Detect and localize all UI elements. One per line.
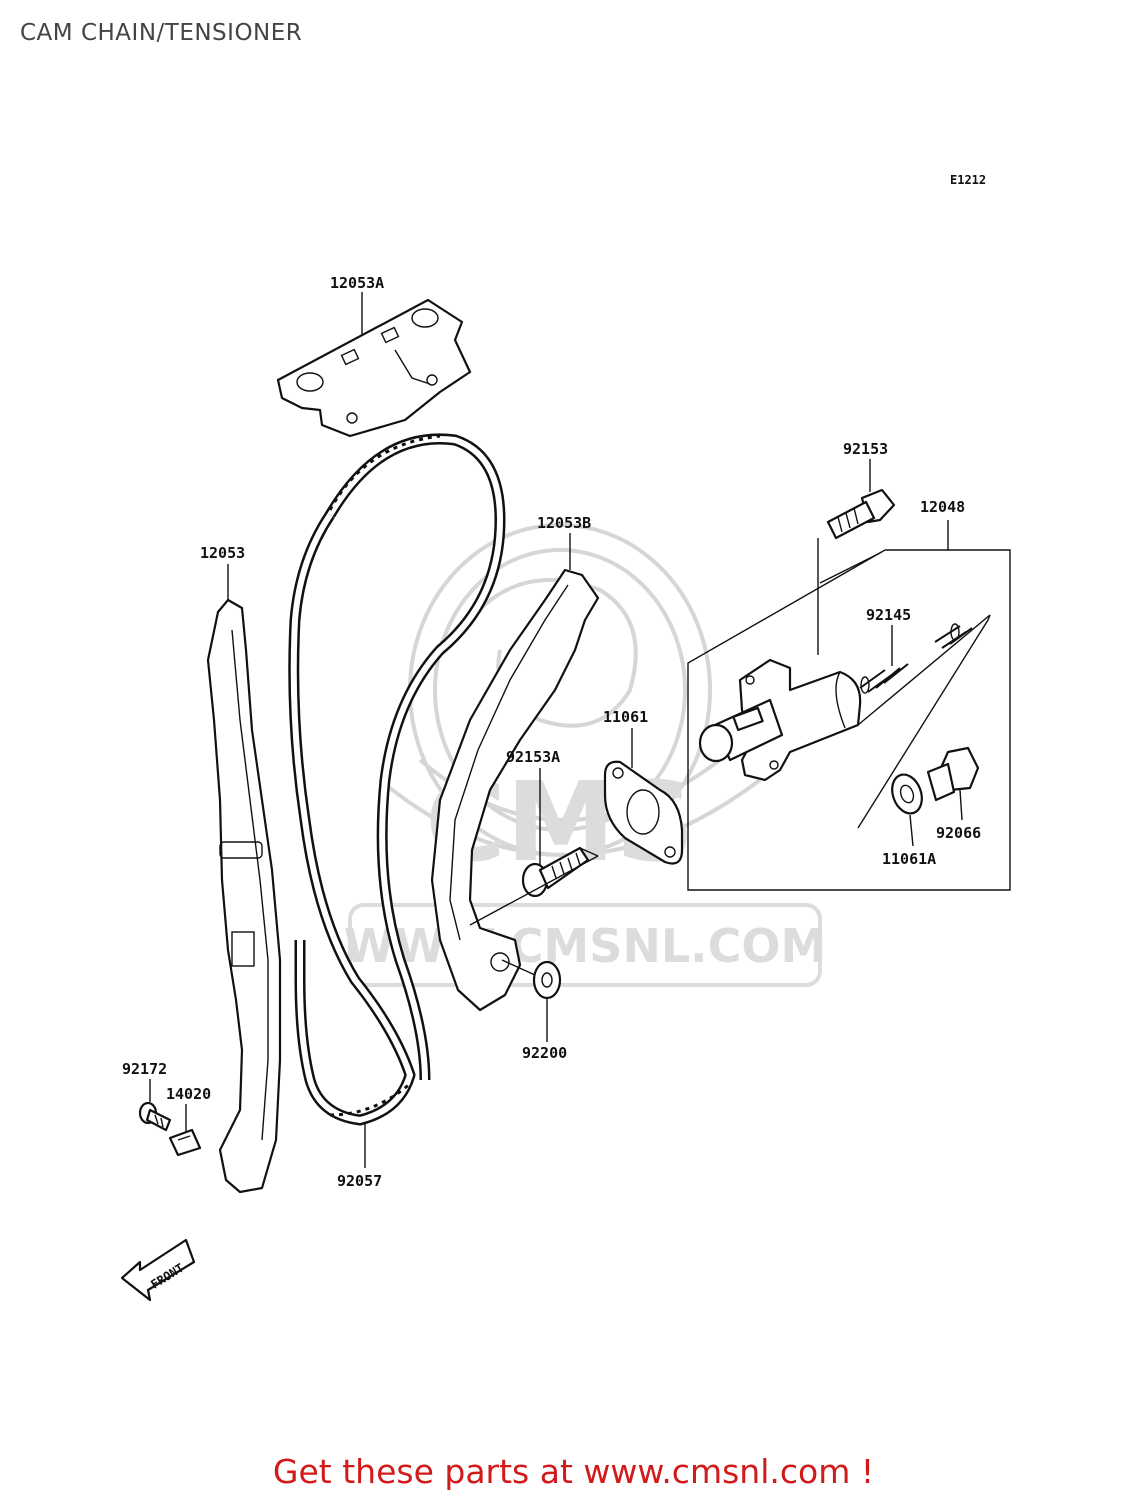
part-92145-spring — [857, 614, 991, 829]
promo-banner[interactable]: Get these parts at www.cmsnl.com ! — [272, 1452, 875, 1491]
callout-11061: 11061 — [603, 708, 648, 726]
part-92172-bolt — [138, 1101, 172, 1132]
part-12053A-top-guide — [276, 298, 472, 438]
callout-12053: 12053 — [200, 544, 245, 562]
callout-12053A: 12053A — [330, 274, 384, 292]
part-92066-plug — [926, 746, 980, 821]
callout-12048: 12048 — [920, 498, 965, 516]
front-direction-arrow: FRONT — [120, 1238, 196, 1302]
page-title: CAM CHAIN/TENSIONER — [20, 20, 303, 46]
part-11061A-washer — [891, 773, 923, 847]
callout-11061A: 11061A — [882, 850, 936, 868]
watermark-url: WWW.CMSNL.COM — [344, 919, 827, 973]
callout-92200: 92200 — [522, 1044, 567, 1062]
callout-92153: 92153 — [843, 440, 888, 458]
callout-92153A: 92153A — [506, 748, 560, 766]
callouts: 12053A 12053 12053B 92153 12048 92145 11… — [122, 274, 981, 1190]
part-12053B-tensioner-guide — [430, 568, 600, 1012]
callout-92066: 92066 — [936, 824, 981, 842]
part-12048-assembly-frame — [687, 520, 1011, 891]
part-92153-bolt — [817, 488, 896, 655]
diagram-code: E1212 — [950, 173, 986, 187]
part-11061-gasket — [603, 760, 684, 865]
callout-14020: 14020 — [166, 1085, 211, 1103]
callout-92057: 92057 — [337, 1172, 382, 1190]
callout-12053B: 12053B — [537, 514, 591, 532]
part-12053-front-guide — [206, 598, 282, 1194]
part-92057-cam-chain — [288, 433, 506, 1126]
part-92153A-pivot-bolt — [521, 846, 590, 898]
callout-92145: 92145 — [866, 606, 911, 624]
callout-92172: 92172 — [122, 1060, 167, 1078]
part-14020-clip — [168, 1128, 202, 1157]
part-tensioner-body — [698, 658, 862, 782]
